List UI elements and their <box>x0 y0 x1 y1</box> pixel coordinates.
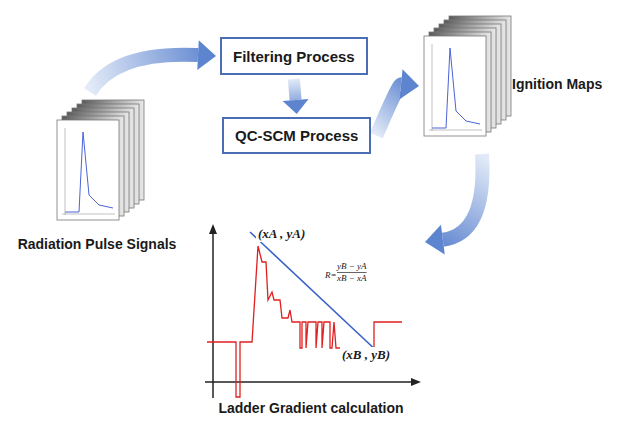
flow-arrow <box>90 40 216 92</box>
arrow-shaft <box>90 55 198 92</box>
signal-stack <box>55 98 151 226</box>
formula-text: R= <box>325 270 337 280</box>
flow-arrow <box>376 69 419 135</box>
arrow-head <box>400 69 419 99</box>
process-label: Filtering Process <box>233 48 355 65</box>
arrow-head <box>425 225 445 255</box>
arrow-shaft <box>443 154 483 240</box>
signal-stack <box>422 14 518 142</box>
step-chart <box>195 220 427 400</box>
process-label: QC-SCM Process <box>235 127 358 144</box>
signal-stack-node: Radiation Pulse Signals <box>8 98 186 256</box>
arrow-shaft <box>376 84 401 135</box>
arrow-shaft <box>294 79 296 100</box>
formula-text: yB − yA <box>337 261 367 271</box>
flow-arrow <box>283 79 309 114</box>
chart-panel: Ladder Gradient calculation (xA , yA) R=yB… <box>195 220 427 420</box>
point-label: (xB , yB) <box>340 347 392 363</box>
process-box: QC-SCM Process <box>222 117 371 154</box>
figure-label: Ladder Gradient calculation <box>195 400 427 416</box>
formula-text: xB − xA <box>337 273 367 283</box>
process-box: Filtering Process <box>220 37 368 75</box>
point-label: (xA , yA) <box>256 226 307 242</box>
flow-arrow <box>425 154 483 255</box>
arrow-head <box>283 99 309 114</box>
figure-label: Ignition Maps <box>512 76 602 92</box>
arrow-head <box>197 40 216 70</box>
figure-label: Radiation Pulse Signals <box>8 236 186 252</box>
signal-stack-node: Ignition Maps <box>422 14 617 144</box>
